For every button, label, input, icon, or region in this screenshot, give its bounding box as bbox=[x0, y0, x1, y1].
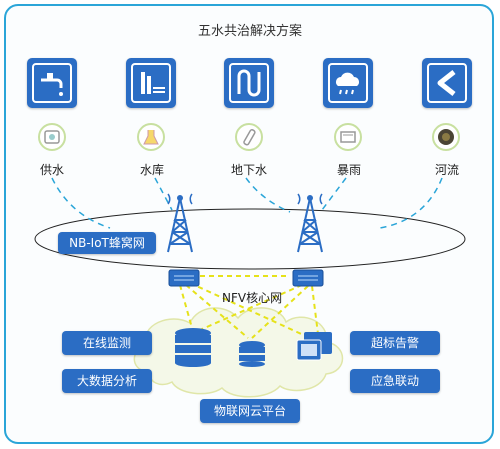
river-icon bbox=[422, 58, 472, 108]
link-groundwater bbox=[245, 177, 291, 213]
sonar-icon bbox=[432, 123, 460, 151]
router-icon bbox=[168, 269, 200, 287]
category-label: 水库 bbox=[140, 163, 165, 177]
flask-icon bbox=[137, 123, 165, 151]
core-link-6 bbox=[311, 285, 319, 335]
nbiot-network-ring bbox=[34, 208, 466, 270]
category-label: 暴雨 bbox=[337, 163, 362, 177]
core-link-2 bbox=[185, 284, 249, 339]
emergency-linkage-box: 应急联动 bbox=[350, 369, 440, 393]
rain-gauge-icon bbox=[334, 123, 362, 151]
probe-icon bbox=[235, 123, 263, 151]
big-data-analysis-box: 大数据分析 bbox=[62, 369, 152, 393]
core-link-4 bbox=[199, 284, 303, 331]
faucet-icon bbox=[27, 58, 77, 108]
page-title: 五水共治解决方案 bbox=[197, 24, 302, 39]
database-icon bbox=[175, 328, 211, 367]
reservoir-icon bbox=[126, 58, 176, 108]
core-link-5 bbox=[251, 285, 309, 339]
overlimit-alarm-box: 超标告警 bbox=[350, 331, 440, 355]
monitor-icon bbox=[296, 332, 332, 361]
category-label: 河流 bbox=[435, 163, 460, 177]
water-meter-icon bbox=[38, 123, 66, 151]
online-monitoring-box: 在线监测 bbox=[62, 331, 152, 355]
router-icon bbox=[292, 269, 324, 287]
category-label: 地下水 bbox=[231, 163, 268, 177]
cell-tower-icon bbox=[167, 193, 193, 253]
groundwater-icon bbox=[224, 58, 274, 108]
link-storm bbox=[321, 177, 347, 211]
nbiot-label: NB-IoT蜂窝网 bbox=[58, 232, 156, 254]
link-river bbox=[379, 177, 443, 229]
rain-cloud-icon bbox=[323, 58, 373, 108]
core-network-label: NFV核心网 bbox=[222, 291, 283, 305]
core-link-3 bbox=[189, 282, 311, 339]
link-supply bbox=[51, 177, 111, 229]
database-icon bbox=[239, 341, 265, 367]
cell-tower-icon bbox=[297, 193, 323, 253]
category-label: 供水 bbox=[40, 163, 65, 177]
iot-cloud-platform-box: 物联网云平台 bbox=[200, 399, 300, 423]
core-link-1 bbox=[179, 284, 193, 329]
